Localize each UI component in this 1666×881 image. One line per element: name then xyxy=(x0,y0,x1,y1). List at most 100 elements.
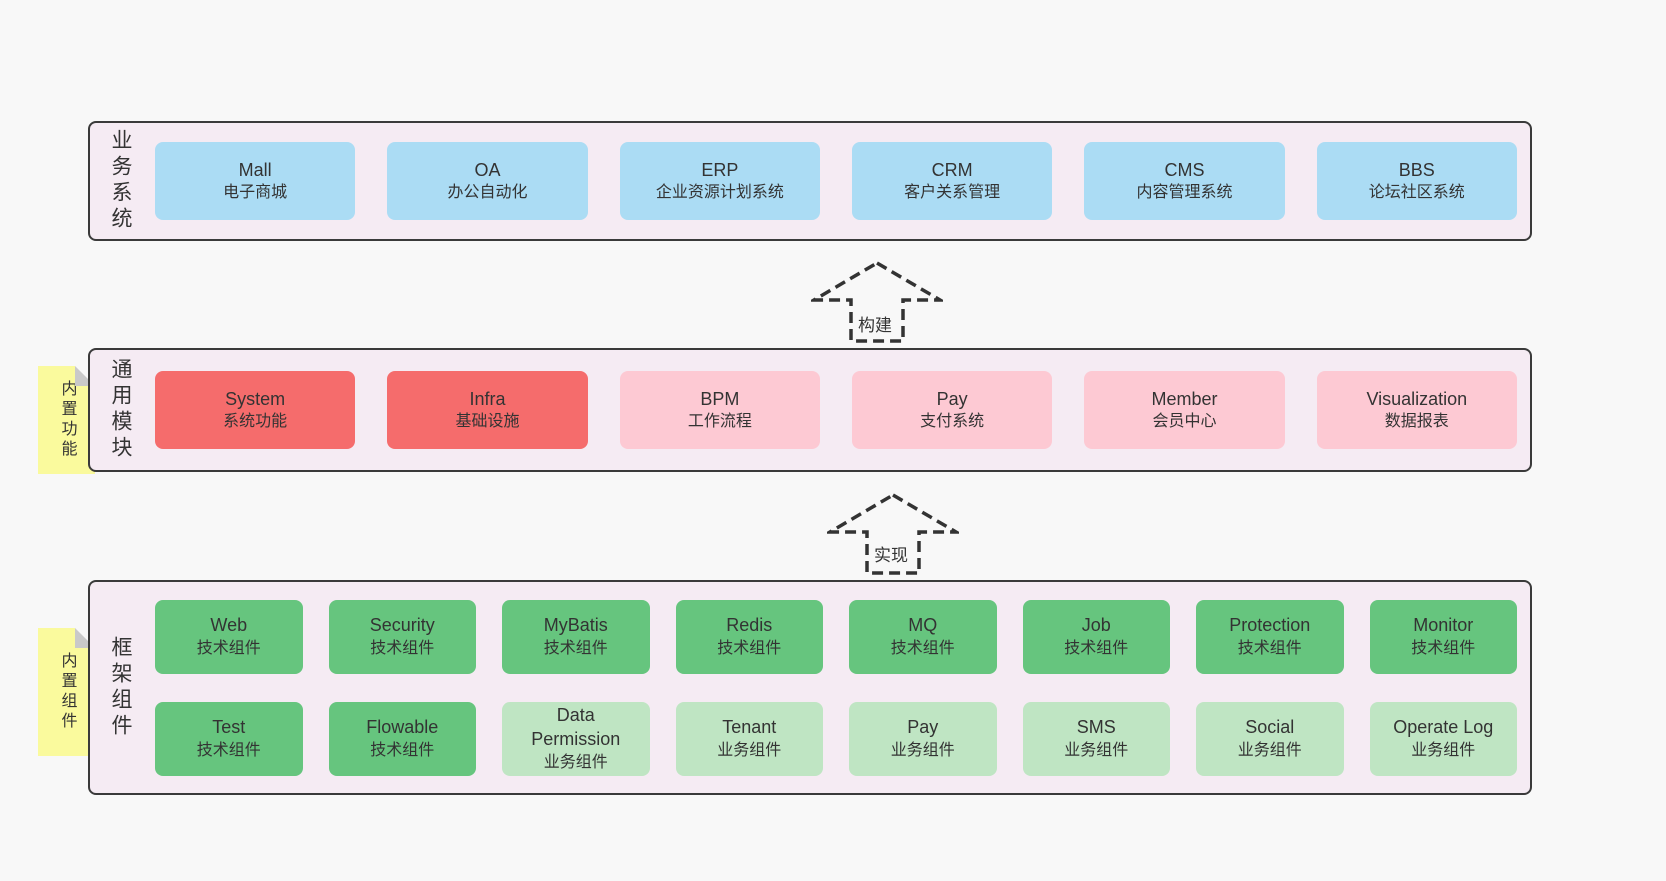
box-mall: Mall 电子商城 xyxy=(155,142,356,220)
box-name: Test xyxy=(212,717,246,738)
box-name: MyBatis xyxy=(543,615,608,636)
box-desc: 工作流程 xyxy=(687,413,752,431)
box-desc: 企业资源计划系统 xyxy=(655,184,784,202)
box-name: Social xyxy=(1245,717,1295,738)
box-name: Tenant xyxy=(722,717,777,738)
box-desc: 技术组件 xyxy=(370,741,435,759)
box-name: Monitor xyxy=(1413,615,1474,636)
arrow-label-implement: 实现 xyxy=(870,540,912,567)
panel-title-framework-components: 框架组件 xyxy=(109,635,132,740)
box-desc: 技术组件 xyxy=(370,639,435,657)
box-name: ERP xyxy=(701,159,739,180)
panel-body: Mall 电子商城 OA 办公自动化 ERP 企业资源计划系统 CRM 客户关系… xyxy=(155,123,1517,239)
box-desc: 技术组件 xyxy=(890,639,955,657)
sticky-note-built-in-components: 内置组件 xyxy=(38,628,95,756)
box-desc: 数据报表 xyxy=(1384,413,1449,431)
box-name: Pay xyxy=(907,717,939,738)
box-test: Test 技术组件 xyxy=(155,701,303,776)
box-desc: 技术组件 xyxy=(1411,639,1476,657)
box-desc: 会员中心 xyxy=(1152,413,1217,431)
box-name: System xyxy=(225,388,286,409)
panel-business-systems: 业务系统 Mall 电子商城 OA 办公自动化 ERP 企业资源计划系统 CRM… xyxy=(88,121,1532,241)
panel-framework-components: 框架组件 Web 技术组件 Security 技术组件 MyBatis 技术组件… xyxy=(88,580,1532,795)
box-mybatis: MyBatis 技术组件 xyxy=(502,599,650,674)
box-row: Mall 电子商城 OA 办公自动化 ERP 企业资源计划系统 CRM 客户关系… xyxy=(155,142,1517,220)
box-desc: 技术组件 xyxy=(1237,639,1302,657)
sticky-note-built-in-features: 内置功能 xyxy=(38,366,95,474)
box-desc: 系统功能 xyxy=(223,413,288,431)
box-desc: 业务组件 xyxy=(1411,741,1476,759)
box-data-permission: Data Permission 业务组件 xyxy=(502,701,650,776)
box-job: Job 技术组件 xyxy=(1022,599,1170,674)
box-name: Security xyxy=(369,615,435,636)
box-desc: 业务组件 xyxy=(1064,741,1129,759)
arrow-label-build: 构建 xyxy=(854,310,896,337)
box-desc: 技术组件 xyxy=(543,639,608,657)
box-pay-component: Pay 业务组件 xyxy=(849,701,997,776)
box-desc: 支付系统 xyxy=(920,413,985,431)
box-name: Visualization xyxy=(1366,388,1468,409)
box-desc: 技术组件 xyxy=(196,741,261,759)
box-mq: MQ 技术组件 xyxy=(849,599,997,674)
box-desc: 基础设施 xyxy=(455,413,520,431)
box-security: Security 技术组件 xyxy=(328,599,476,674)
box-desc: 客户关系管理 xyxy=(904,184,1001,202)
box-crm: CRM 客户关系管理 xyxy=(851,142,1053,220)
box-cms: CMS 内容管理系统 xyxy=(1084,142,1285,220)
dashed-up-arrow-build xyxy=(811,260,943,343)
box-desc: 内容管理系统 xyxy=(1136,184,1233,202)
panel-body: Web 技术组件 Security 技术组件 MyBatis 技术组件 Redi… xyxy=(155,582,1517,793)
box-name: Web xyxy=(210,615,248,636)
box-row: System 系统功能 Infra 基础设施 BPM 工作流程 Pay 支付系统… xyxy=(155,371,1517,449)
box-name: Data Permission xyxy=(531,705,621,749)
box-name: BPM xyxy=(700,388,740,409)
panel-common-modules: 通用模块 System 系统功能 Infra 基础设施 BPM 工作流程 Pay… xyxy=(88,348,1532,472)
box-visualization: Visualization 数据报表 xyxy=(1316,371,1517,449)
box-desc: 业务组件 xyxy=(1237,741,1302,759)
box-desc: 业务组件 xyxy=(717,741,782,759)
box-desc: 办公自动化 xyxy=(447,184,528,202)
box-flowable: Flowable 技术组件 xyxy=(328,701,476,776)
box-social: Social 业务组件 xyxy=(1196,701,1344,776)
box-monitor: Monitor 技术组件 xyxy=(1369,599,1517,674)
box-system: System 系统功能 xyxy=(155,371,356,449)
box-bbs: BBS 论坛社区系统 xyxy=(1316,142,1517,220)
box-name: SMS xyxy=(1076,717,1116,738)
box-desc: 技术组件 xyxy=(1064,639,1129,657)
box-redis: Redis 技术组件 xyxy=(675,599,823,674)
box-name: MQ xyxy=(908,615,938,636)
panel-body: System 系统功能 Infra 基础设施 BPM 工作流程 Pay 支付系统… xyxy=(155,350,1517,470)
box-desc: 技术组件 xyxy=(196,639,261,657)
panel-title-common-modules: 通用模块 xyxy=(109,358,132,462)
box-desc: 电子商城 xyxy=(223,184,288,202)
sticky-note-label: 内置功能 xyxy=(58,380,76,460)
box-tenant: Tenant 业务组件 xyxy=(675,701,823,776)
box-bpm: BPM 工作流程 xyxy=(619,371,820,449)
box-sms: SMS 业务组件 xyxy=(1022,701,1170,776)
box-oa: OA 办公自动化 xyxy=(387,142,588,220)
box-name: Operate Log xyxy=(1393,717,1494,738)
box-name: CRM xyxy=(931,159,973,180)
box-name: Flowable xyxy=(366,717,439,738)
box-member: Member 会员中心 xyxy=(1084,371,1285,449)
box-name: Redis xyxy=(726,615,773,636)
box-pay-system: Pay 支付系统 xyxy=(851,371,1053,449)
box-row: Web 技术组件 Security 技术组件 MyBatis 技术组件 Redi… xyxy=(155,599,1517,674)
box-name: Member xyxy=(1151,388,1218,409)
box-name: BBS xyxy=(1398,159,1435,180)
dashed-up-arrow-implement xyxy=(827,492,959,575)
panel-title-business-systems: 业务系统 xyxy=(109,129,132,233)
sticky-note-label: 内置组件 xyxy=(58,652,76,732)
box-operate-log: Operate Log 业务组件 xyxy=(1369,701,1517,776)
box-desc: 技术组件 xyxy=(717,639,782,657)
box-desc: 论坛社区系统 xyxy=(1368,184,1465,202)
box-name: Pay xyxy=(936,388,968,409)
box-name: Mall xyxy=(238,159,272,180)
box-name: Job xyxy=(1081,615,1111,636)
box-name: OA xyxy=(474,159,501,180)
arrow-outline xyxy=(827,492,959,575)
box-row: Test 技术组件 Flowable 技术组件 Data Permission … xyxy=(155,701,1517,776)
box-name: Protection xyxy=(1229,615,1311,636)
box-web: Web 技术组件 xyxy=(155,599,303,674)
